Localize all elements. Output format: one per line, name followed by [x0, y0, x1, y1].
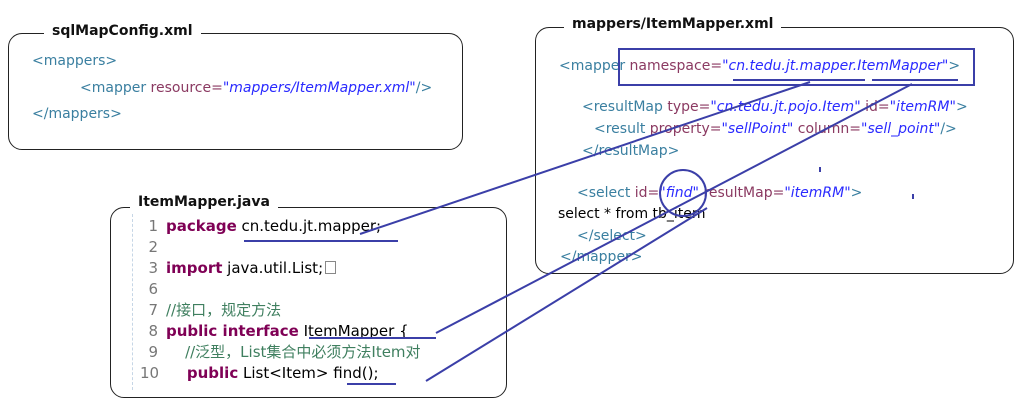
xml-mapper-open: <mapper [559, 58, 626, 74]
select-open: <select [577, 185, 631, 201]
type-value: "cn.tedu.jt.pojo.Item" [710, 99, 861, 115]
java-comment: //接口，规定方法 [166, 301, 282, 319]
namespace-value: "cn.tedu.jt.mapper.ItemMapper" [722, 58, 949, 74]
java-keyword: public interface [166, 322, 299, 340]
sql-statement: select * from tb_item [558, 206, 706, 222]
line-number: 7 [148, 301, 158, 319]
xml-mapper-close-line: </mapper> [560, 249, 643, 265]
java-line-1: 1 package cn.tedu.jt.mapper; [140, 216, 381, 237]
mappers-open-tag: <mappers> [32, 53, 118, 69]
xml-mapper-open-end: > [948, 58, 961, 74]
java-line-10: 10 public List<Item> find(); [140, 363, 379, 384]
java-line-6: 6 [140, 279, 166, 300]
java-comment: //泛型，List集合中必须方法Item对 [166, 343, 421, 361]
resource-attr: resource= [150, 80, 223, 96]
xml-mapper-line: <mapper namespace="cn.tedu.jt.mapper.Ite… [559, 58, 960, 74]
java-code: ItemMapper { [298, 322, 409, 340]
column-attr: column= [797, 121, 862, 137]
mapper-self-close: /> [415, 80, 433, 96]
xml-resultmap-line: <resultMap type="cn.tedu.jt.pojo.Item" i… [582, 99, 968, 115]
xml-select-line: <select id="find" resultMap="itemRM"> [577, 185, 862, 201]
itemmapper-java-title: ItemMapper.java [130, 193, 278, 211]
java-line-8: 8 public interface ItemMapper { [140, 321, 409, 342]
line-number: 10 [140, 364, 160, 382]
line-number: 6 [148, 280, 158, 298]
xml-resultmap-close-line: </resultMap> [582, 143, 679, 159]
line-number: 9 [148, 343, 158, 361]
sqlmap-mappers-close: </mappers> [32, 106, 122, 122]
xml-select-close-line: </select> [577, 228, 647, 244]
folded-block-icon[interactable] [325, 261, 337, 274]
type-attr: type= [667, 99, 711, 115]
xml-result-line: <result property="sellPoint" column="sel… [594, 121, 957, 137]
editor-gutter [132, 214, 133, 390]
line-number: 8 [148, 322, 158, 340]
sqlmap-mapper-line: <mapper resource="mappers/ItemMapper.xml… [80, 80, 432, 96]
resultmap-open: <resultMap [582, 99, 663, 115]
xml-mapper-close: </mapper> [560, 249, 643, 265]
property-value: "sellPoint" [721, 121, 794, 137]
java-keyword: import [166, 259, 223, 277]
sqlmap-mappers-open: <mappers> [32, 53, 117, 69]
result-open: <result [594, 121, 646, 137]
java-keyword: public [166, 364, 239, 382]
resource-value: "mappers/ItemMapper.xml" [222, 80, 416, 96]
line-number: 1 [148, 217, 158, 235]
select-id-value: "find" [659, 185, 699, 201]
java-code: java.util.List; [222, 259, 324, 277]
java-keyword: package [166, 217, 237, 235]
mapper-open-tag: <mapper [80, 80, 147, 96]
sqlmapconfig-title: sqlMapConfig.xml [44, 22, 201, 40]
result-close: /> [940, 121, 957, 137]
select-resultmap-attr: resultMap= [703, 185, 785, 201]
itemmapper-xml-title: mappers/ItemMapper.xml [564, 15, 782, 33]
xml-sql-line: select * from tb_item [558, 206, 706, 222]
select-open-end: > [850, 185, 863, 201]
resultmap-open-end: > [955, 99, 968, 115]
mappers-close-tag: </mappers> [32, 106, 122, 122]
line-number: 3 [148, 259, 158, 277]
property-attr: property= [649, 121, 722, 137]
java-line-3: 3 import java.util.List; [140, 258, 337, 279]
column-value: "sell_point" [861, 121, 941, 137]
java-line-9: 9 //泛型，List集合中必须方法Item对 [140, 342, 421, 363]
java-line-2: 2 [140, 237, 166, 258]
namespace-attr: namespace= [629, 58, 723, 74]
select-resultmap-value: "itemRM" [784, 185, 851, 201]
java-code: List<Item> find(); [238, 364, 379, 382]
resultmap-close: </resultMap> [582, 143, 680, 159]
line-number: 2 [148, 238, 158, 256]
resultmap-id-attr: id= [865, 99, 890, 115]
resultmap-id-value: "itemRM" [889, 99, 956, 115]
java-code: cn.tedu.jt.mapper; [236, 217, 382, 235]
select-close: </select> [577, 228, 647, 244]
select-id-attr: id= [634, 185, 660, 201]
java-line-7: 7 //接口，规定方法 [140, 300, 281, 321]
